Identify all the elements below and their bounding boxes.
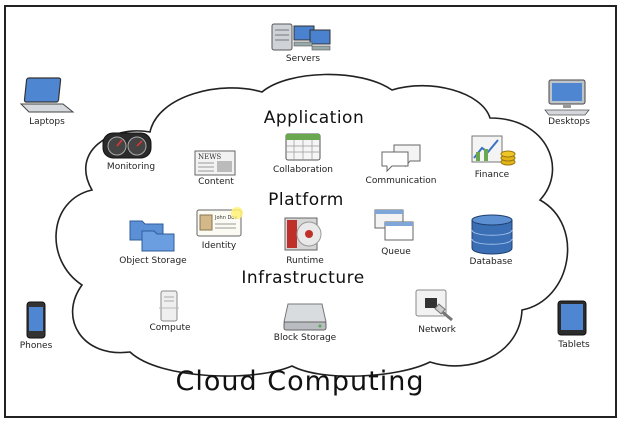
tablet-icon [557,300,587,336]
identity-label: Identity [201,241,237,251]
hard-drive-icon [283,303,327,331]
infrastructure-heading: Infrastructure [241,268,365,288]
database-label: Database [469,257,513,267]
dashboard-gauge-icon [102,132,152,159]
collaboration-label: Collaboration [273,165,333,175]
content-label: Content [198,177,234,187]
server-rack-icon [271,23,331,51]
finance-label: Finance [474,170,510,180]
id-card-name: John Doe [214,215,237,221]
id-card-icon: John Doe [196,207,243,237]
monitoring-label: Monitoring [106,162,156,172]
stacked-windows-icon [374,209,414,241]
servers-label: Servers [285,54,321,64]
folders-icon [129,220,175,252]
tablets-label: Tablets [558,340,590,350]
laptops-label: Laptops [29,117,65,127]
calendar-icon [285,133,321,161]
smartphone-icon [26,301,46,339]
laptop-icon [19,77,75,113]
newspaper-masthead: NEWS [198,153,221,161]
runtime-label: Runtime [286,256,324,266]
speech-bubbles-icon [381,144,421,173]
platform-heading: Platform [268,190,344,210]
block-storage-label: Block Storage [273,333,337,343]
application-heading: Application [263,108,365,128]
media-disc-icon [284,217,322,251]
desktops-label: Desktops [548,117,590,127]
network-port-icon [415,289,453,322]
phones-label: Phones [19,341,53,351]
object-storage-label: Object Storage [119,256,187,266]
diagram-frame [4,5,617,418]
queue-label: Queue [381,247,411,257]
compute-label: Compute [149,323,191,333]
communication-label: Communication [365,176,437,186]
chart-coins-icon [471,135,516,166]
computer-tower-icon [159,290,179,322]
newspaper-icon: NEWS [194,150,236,176]
database-cylinder-icon [471,214,513,255]
page-title: Cloud Computing [175,366,425,397]
network-label: Network [418,325,456,335]
desktop-computer-icon [544,79,590,116]
